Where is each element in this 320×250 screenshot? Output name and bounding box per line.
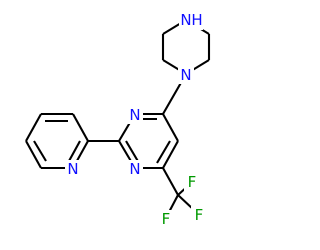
bond-layer xyxy=(25,19,211,215)
bond-pym-cf3 xyxy=(162,167,179,196)
atom-label-layer: N H N N N N F F F xyxy=(65,11,207,228)
bond-pym-6 xyxy=(162,113,179,142)
atom-pip-nh-h: H xyxy=(191,11,202,29)
chemical-structure: N H N N N N F F F xyxy=(25,11,211,228)
bond-pym-5 xyxy=(162,140,179,169)
structure-canvas: N H N N N N F F F xyxy=(25,11,211,228)
bond-py-3 xyxy=(25,113,42,142)
atom-pym-n3: N xyxy=(129,106,140,124)
atom-f-top: F xyxy=(188,173,197,191)
atom-pym-n1: N xyxy=(129,160,140,178)
atom-pip-nh-n: N xyxy=(180,11,191,29)
bond-pym-3-inner xyxy=(125,140,140,164)
bond-py-6-inner xyxy=(68,140,81,162)
bond-py-4 xyxy=(25,140,42,169)
bond-pym-5-inner xyxy=(156,140,171,164)
bond-py-1 xyxy=(72,113,89,142)
atom-py-n: N xyxy=(67,160,78,178)
bond-py-4-inner xyxy=(33,140,47,162)
atom-f-right: F xyxy=(195,206,204,224)
atom-f-left: F xyxy=(162,210,171,228)
atom-pip-n: N xyxy=(180,66,191,84)
